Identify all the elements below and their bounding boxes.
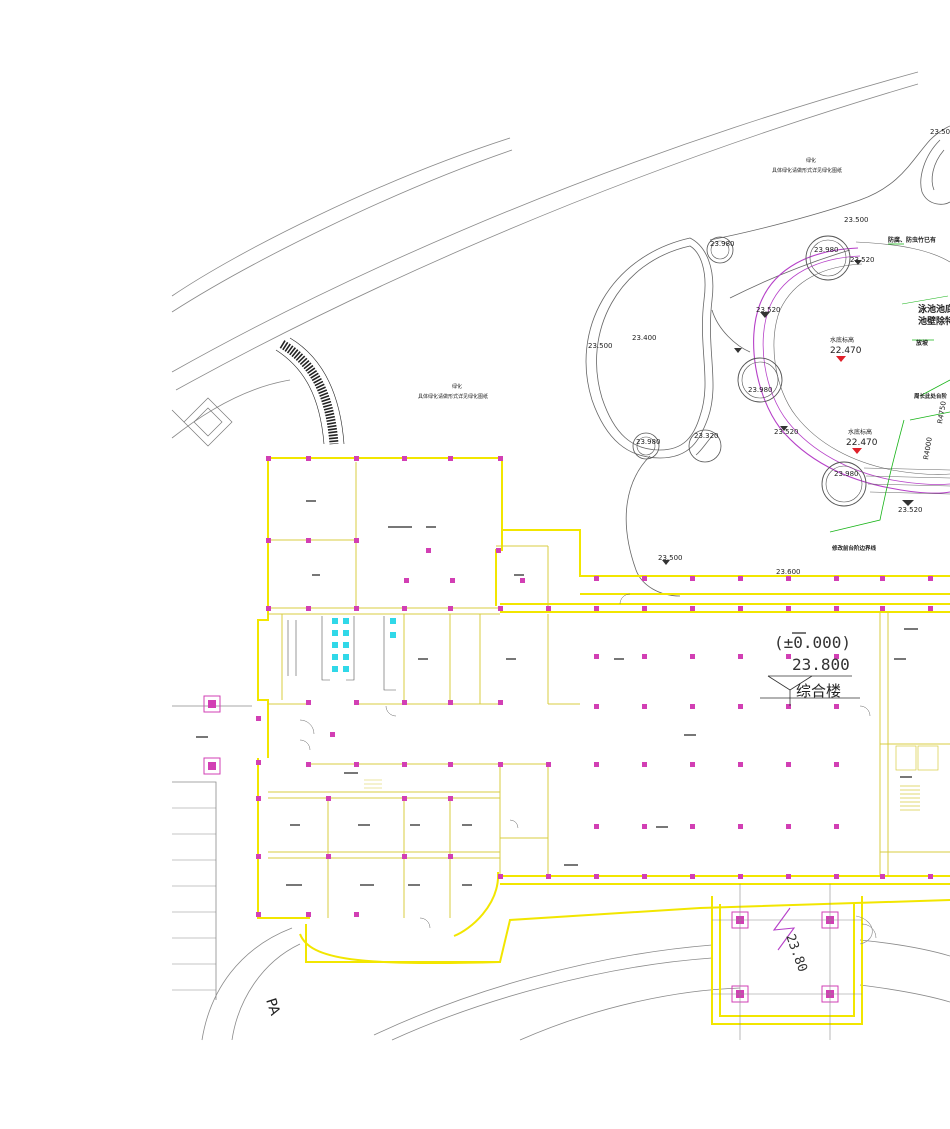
- building-elevation-text: 23.800: [792, 655, 850, 674]
- curved-stair: [275, 337, 345, 445]
- toilet-fixtures: [332, 618, 396, 672]
- landscape-note: 绿化: [806, 157, 816, 164]
- pool-note: 防腐、防虫竹已有: [888, 236, 936, 244]
- elev-label: 23.980: [636, 438, 661, 446]
- water-elev: 22.470: [846, 438, 878, 448]
- landscape-note: 具体绿化请做形式详见绿化图纸: [418, 393, 488, 400]
- parking-stripes: [172, 807, 216, 991]
- interior-walls: [268, 462, 950, 918]
- pool-inner-edge: [762, 255, 950, 485]
- building-level-marker: [760, 675, 860, 706]
- pool-note: 池壁除特: [918, 315, 950, 327]
- landscape-note: 绿化: [452, 383, 462, 390]
- toilet-partitions: [287, 616, 396, 691]
- slope-arrow: [772, 907, 796, 951]
- pool-note: 泳池池底: [918, 303, 950, 315]
- pool-note: 放坡: [915, 339, 928, 347]
- elev-label: 23.520: [898, 506, 923, 514]
- radius-label: R4750: [936, 401, 948, 425]
- elevation-labels: 23.980 23.980 23.980 23.980 23.980 23.52…: [588, 128, 950, 576]
- slope-elevation-label: 23.80: [782, 932, 809, 974]
- water-depth-markers: [836, 356, 862, 454]
- pool-outer-edge: [753, 247, 950, 494]
- pool-labels: 水底标高 22.470 水底标高 22.470 泳池池底 池壁除特 防腐、防虫竹…: [830, 236, 950, 552]
- room-tag-marks: [196, 500, 918, 886]
- building-columns: [256, 456, 933, 917]
- elev-label: 23.320: [694, 432, 719, 440]
- pool-note: 修改前台阶边界线: [831, 544, 877, 552]
- elev-label: 23.980: [710, 240, 735, 248]
- elev-label: 23.980: [814, 246, 839, 254]
- elev-label: 23.500: [844, 216, 869, 224]
- elev-label: 23.500: [658, 554, 683, 562]
- piers: [203, 695, 839, 1003]
- pavilion-diamond: [171, 397, 233, 447]
- pool: [632, 235, 950, 533]
- elev-label: 23.500: [930, 128, 950, 136]
- elev-label: 23.400: [632, 334, 657, 342]
- landscape-note: 具体绿化请做形式详见绿化图纸: [772, 167, 842, 174]
- elev-label: 23.520: [756, 306, 781, 314]
- upper-path: [709, 125, 950, 353]
- water-label: 水底标高: [830, 336, 854, 344]
- elev-label: 23.520: [774, 428, 799, 436]
- water-label: 水底标高: [848, 428, 872, 436]
- elev-label: 23.600: [776, 568, 801, 576]
- east-stair: [895, 745, 939, 811]
- building-walls: [257, 457, 950, 1025]
- pool-note: 周长此处台阶: [914, 392, 948, 400]
- elev-label: 23.520: [850, 256, 875, 264]
- datum-text: (±0.000): [774, 633, 851, 652]
- elev-label: 23.980: [748, 386, 773, 394]
- road-lines: [171, 71, 950, 1041]
- elevation-markers: [662, 260, 914, 565]
- road-label: PA: [262, 996, 283, 1018]
- garden-island: [585, 237, 715, 597]
- water-elev: 22.470: [830, 346, 862, 356]
- north-stair: [364, 779, 382, 789]
- radius-label: R4000: [922, 437, 934, 461]
- canopy-grid-lines: [712, 884, 873, 1040]
- elev-label: 23.500: [588, 342, 613, 350]
- elev-label: 23.980: [834, 470, 859, 478]
- building-name-text: 综合楼: [796, 682, 841, 700]
